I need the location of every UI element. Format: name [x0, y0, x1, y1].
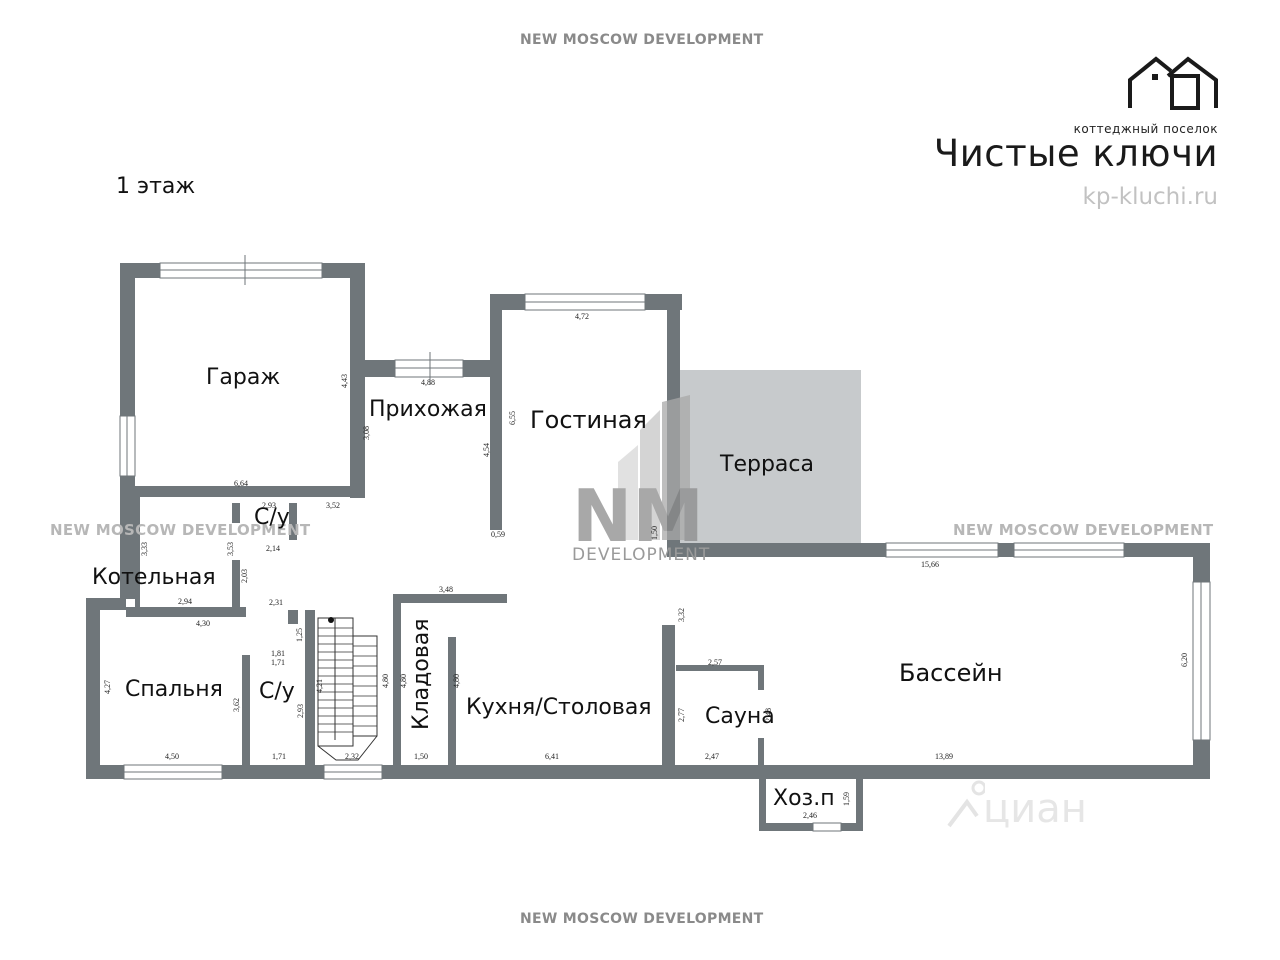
dim-garage-w: 6,64 [234, 479, 248, 488]
dim-hall-h: 3,08 [362, 426, 371, 440]
watermark-right: NEW MOSCOW DEVELOPMENT [953, 521, 1214, 539]
dim-boiler-h: 3,33 [140, 542, 149, 556]
dim-stairs-side: 4,21 [315, 679, 324, 693]
dim-kitchen-bottom: 6,41 [545, 752, 559, 761]
dim-pool-left: 3,32 [677, 608, 686, 622]
nm-logo-icon: NM [572, 395, 704, 558]
dim-hall-w: 4,88 [421, 378, 435, 387]
watermark-bottom: NEW MOSCOW DEVELOPMENT [520, 911, 764, 927]
room-hallway: Прихожая [369, 397, 487, 422]
room-wc-lower: С/у [259, 679, 295, 704]
dim-pantry-bottom: 1,50 [414, 752, 428, 761]
watermark-top: NEW MOSCOW DEVELOPMENT [520, 32, 764, 48]
svg-text:NM: NM [572, 474, 704, 558]
dim-sauna-side2: 2,48 [764, 708, 773, 722]
dim-wc2-bottom: 1,71 [272, 752, 286, 761]
room-wc-upper: С/у [254, 505, 290, 530]
room-kitchen: Кухня/Столовая [466, 695, 652, 720]
dim-wc2-side2: 2,93 [296, 704, 305, 718]
dim-living-right: 1,50 [650, 526, 659, 540]
dim-living-small: 0,59 [491, 530, 505, 539]
logo-subtitle: коттеджный поселок [1073, 122, 1218, 136]
room-sauna: Сауна [705, 704, 775, 729]
dim-sauna-bottom: 2,47 [705, 752, 719, 761]
dim-bedroom-top: 4,30 [196, 619, 210, 628]
room-bedroom: Спальня [125, 677, 223, 702]
dim-hall-bottom: 3,52 [326, 501, 340, 510]
dim-stairs-bottom: 2,32 [345, 752, 359, 761]
dim-boiler-h2: 3,53 [226, 542, 235, 556]
dim-utility-bottom: 2,46 [803, 811, 817, 820]
dim-bedroom-side: 4,27 [103, 680, 112, 694]
watermark-left: NEW MOSCOW DEVELOPMENT [50, 521, 311, 539]
dim-bedroom-bottom: 4,50 [165, 752, 179, 761]
house-logo-icon [1128, 56, 1218, 110]
dim-boiler-wall: 2,03 [240, 569, 249, 583]
dim-living-h: 6,55 [508, 411, 517, 425]
room-living: Гостиная [530, 406, 647, 434]
dim-pool-bottom: 13,89 [935, 752, 953, 761]
dim-hall-wall: 4,54 [482, 443, 491, 457]
dim-bedroom-inner: 3,62 [232, 698, 241, 712]
dim-pantry-side3: 4,80 [452, 674, 461, 688]
logo-url: kp-kluchi.ru [1082, 184, 1218, 210]
cian-text: циан [983, 786, 1087, 832]
dim-wc2-top: 1,81 [271, 649, 285, 658]
dim-pantry-top: 3,48 [439, 585, 453, 594]
dim-living-w: 4,72 [575, 312, 589, 321]
room-utility: Хоз.п [773, 786, 835, 811]
dim-corridor: 2,31 [269, 598, 283, 607]
cian-logo-icon [947, 780, 985, 828]
dim-sauna-top: 2,57 [708, 658, 722, 667]
room-pantry: Кладовая [409, 618, 434, 730]
staircase [317, 617, 378, 761]
dim-pantry-side: 4,80 [381, 674, 390, 688]
nm-logo-word: DEVELOPMENT [572, 545, 711, 565]
room-garage: Гараж [206, 365, 281, 390]
dim-wc-top: 2,93 [262, 501, 276, 510]
dim-pantry-side2: 4,80 [399, 674, 408, 688]
floor-label: 1 этаж [116, 174, 196, 199]
dim-pool-top: 15,66 [921, 560, 939, 569]
terrace-area [680, 370, 861, 544]
dim-boiler-w: 2,94 [178, 597, 192, 606]
dim-pool-right: 6,20 [1180, 653, 1189, 667]
dim-utility-side: 1,59 [842, 792, 851, 806]
dim-sauna-side: 2,77 [677, 708, 686, 722]
room-pool: Бассейн [899, 659, 1003, 687]
dim-wc2-top2: 1,71 [271, 658, 285, 667]
logo-title: Чистые ключи [933, 132, 1218, 175]
dim-wc-bottom: 2,14 [266, 544, 280, 553]
room-terrace: Терраса [720, 452, 814, 477]
dim-garage-h: 4,43 [340, 374, 349, 388]
dim-wc2-side: 1,25 [295, 628, 304, 642]
room-boiler: Котельная [92, 565, 216, 590]
